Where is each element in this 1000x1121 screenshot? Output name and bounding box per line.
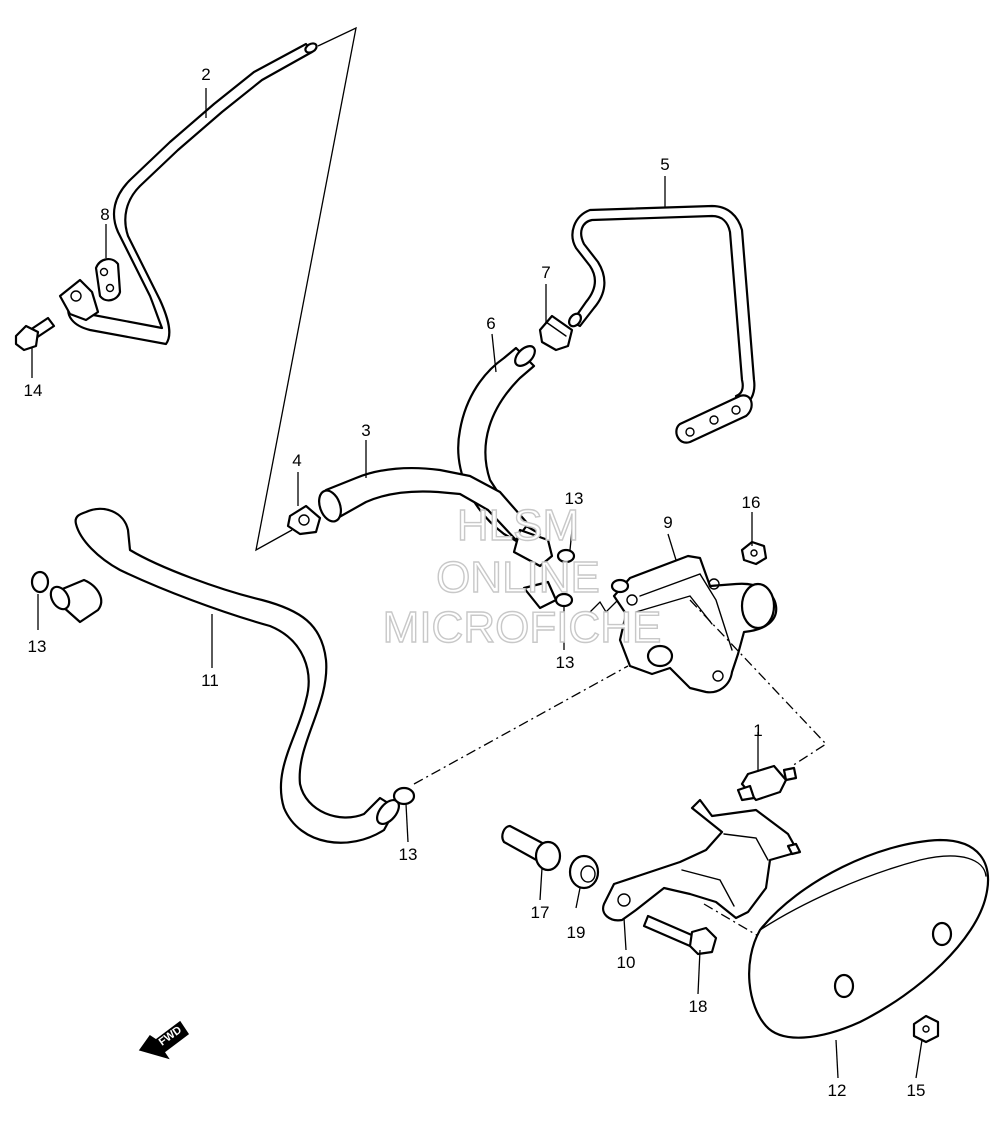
part-13-clip-left bbox=[30, 570, 50, 594]
part-11-hose bbox=[49, 507, 400, 844]
part-10-bracket bbox=[602, 798, 802, 922]
callout-11: 11 bbox=[201, 671, 219, 690]
watermark-line-2: ONLINE bbox=[436, 553, 600, 602]
callout-14: 14 bbox=[24, 381, 43, 400]
part-8-gasket bbox=[94, 258, 122, 302]
part-13-clip-bottom bbox=[392, 786, 416, 806]
callout-12: 12 bbox=[828, 1081, 847, 1100]
part-19-grommet bbox=[568, 854, 600, 890]
callout-8: 8 bbox=[100, 205, 109, 224]
assembly-line-11-9 bbox=[413, 665, 629, 785]
assembly-line-10-12 bbox=[703, 903, 841, 985]
part-14-bolt bbox=[14, 316, 56, 352]
callout-13-lower: 13 bbox=[556, 653, 575, 672]
part-9-valve bbox=[610, 554, 778, 694]
callout-19: 19 bbox=[567, 923, 586, 942]
callout-15: 15 bbox=[907, 1081, 926, 1100]
callout-18: 18 bbox=[689, 997, 708, 1016]
callout-16: 16 bbox=[742, 493, 761, 512]
watermark-line-1: HLSM bbox=[457, 501, 579, 550]
part-12-cover bbox=[748, 838, 990, 1039]
callout-3: 3 bbox=[361, 421, 370, 440]
part-17-collar bbox=[501, 824, 562, 872]
callout-9: 9 bbox=[663, 513, 672, 532]
callout-17: 17 bbox=[531, 903, 550, 922]
assembly-line-9-1 bbox=[689, 599, 828, 767]
callout-6: 6 bbox=[486, 314, 495, 333]
watermark: HLSM ONLINE MICROFICHE bbox=[382, 500, 662, 652]
callout-13-left: 13 bbox=[28, 637, 47, 656]
part-3-hose bbox=[318, 466, 558, 610]
leader-lines bbox=[31, 88, 923, 1079]
part-1-sensor bbox=[736, 764, 798, 802]
callout-numbers: 2 8 14 5 7 6 3 4 13 9 16 13 13 11 1 13 1… bbox=[24, 65, 926, 1100]
part-13-clip-upper bbox=[556, 548, 576, 564]
part-2-pipe bbox=[58, 42, 318, 346]
callout-4: 4 bbox=[292, 451, 301, 470]
part-4-clamp bbox=[286, 504, 322, 536]
part-5-pipe bbox=[567, 204, 756, 444]
callout-13-bottom: 13 bbox=[399, 845, 418, 864]
part-7-clamp bbox=[538, 314, 574, 352]
zigzag-leader bbox=[587, 599, 619, 615]
guide-line-2-4 bbox=[255, 26, 357, 552]
fwd-arrow-icon: FWD bbox=[138, 1020, 190, 1060]
part-16-nut bbox=[740, 540, 768, 566]
callout-13-upper: 13 bbox=[565, 489, 584, 508]
callout-7: 7 bbox=[541, 263, 550, 282]
callout-1: 1 bbox=[753, 721, 762, 740]
callout-2: 2 bbox=[201, 65, 210, 84]
part-15-nut bbox=[912, 1014, 940, 1044]
watermark-line-3: MICROFICHE bbox=[383, 603, 662, 652]
part-18-bolt bbox=[642, 914, 718, 956]
callout-10: 10 bbox=[617, 953, 636, 972]
callout-5: 5 bbox=[660, 155, 669, 174]
